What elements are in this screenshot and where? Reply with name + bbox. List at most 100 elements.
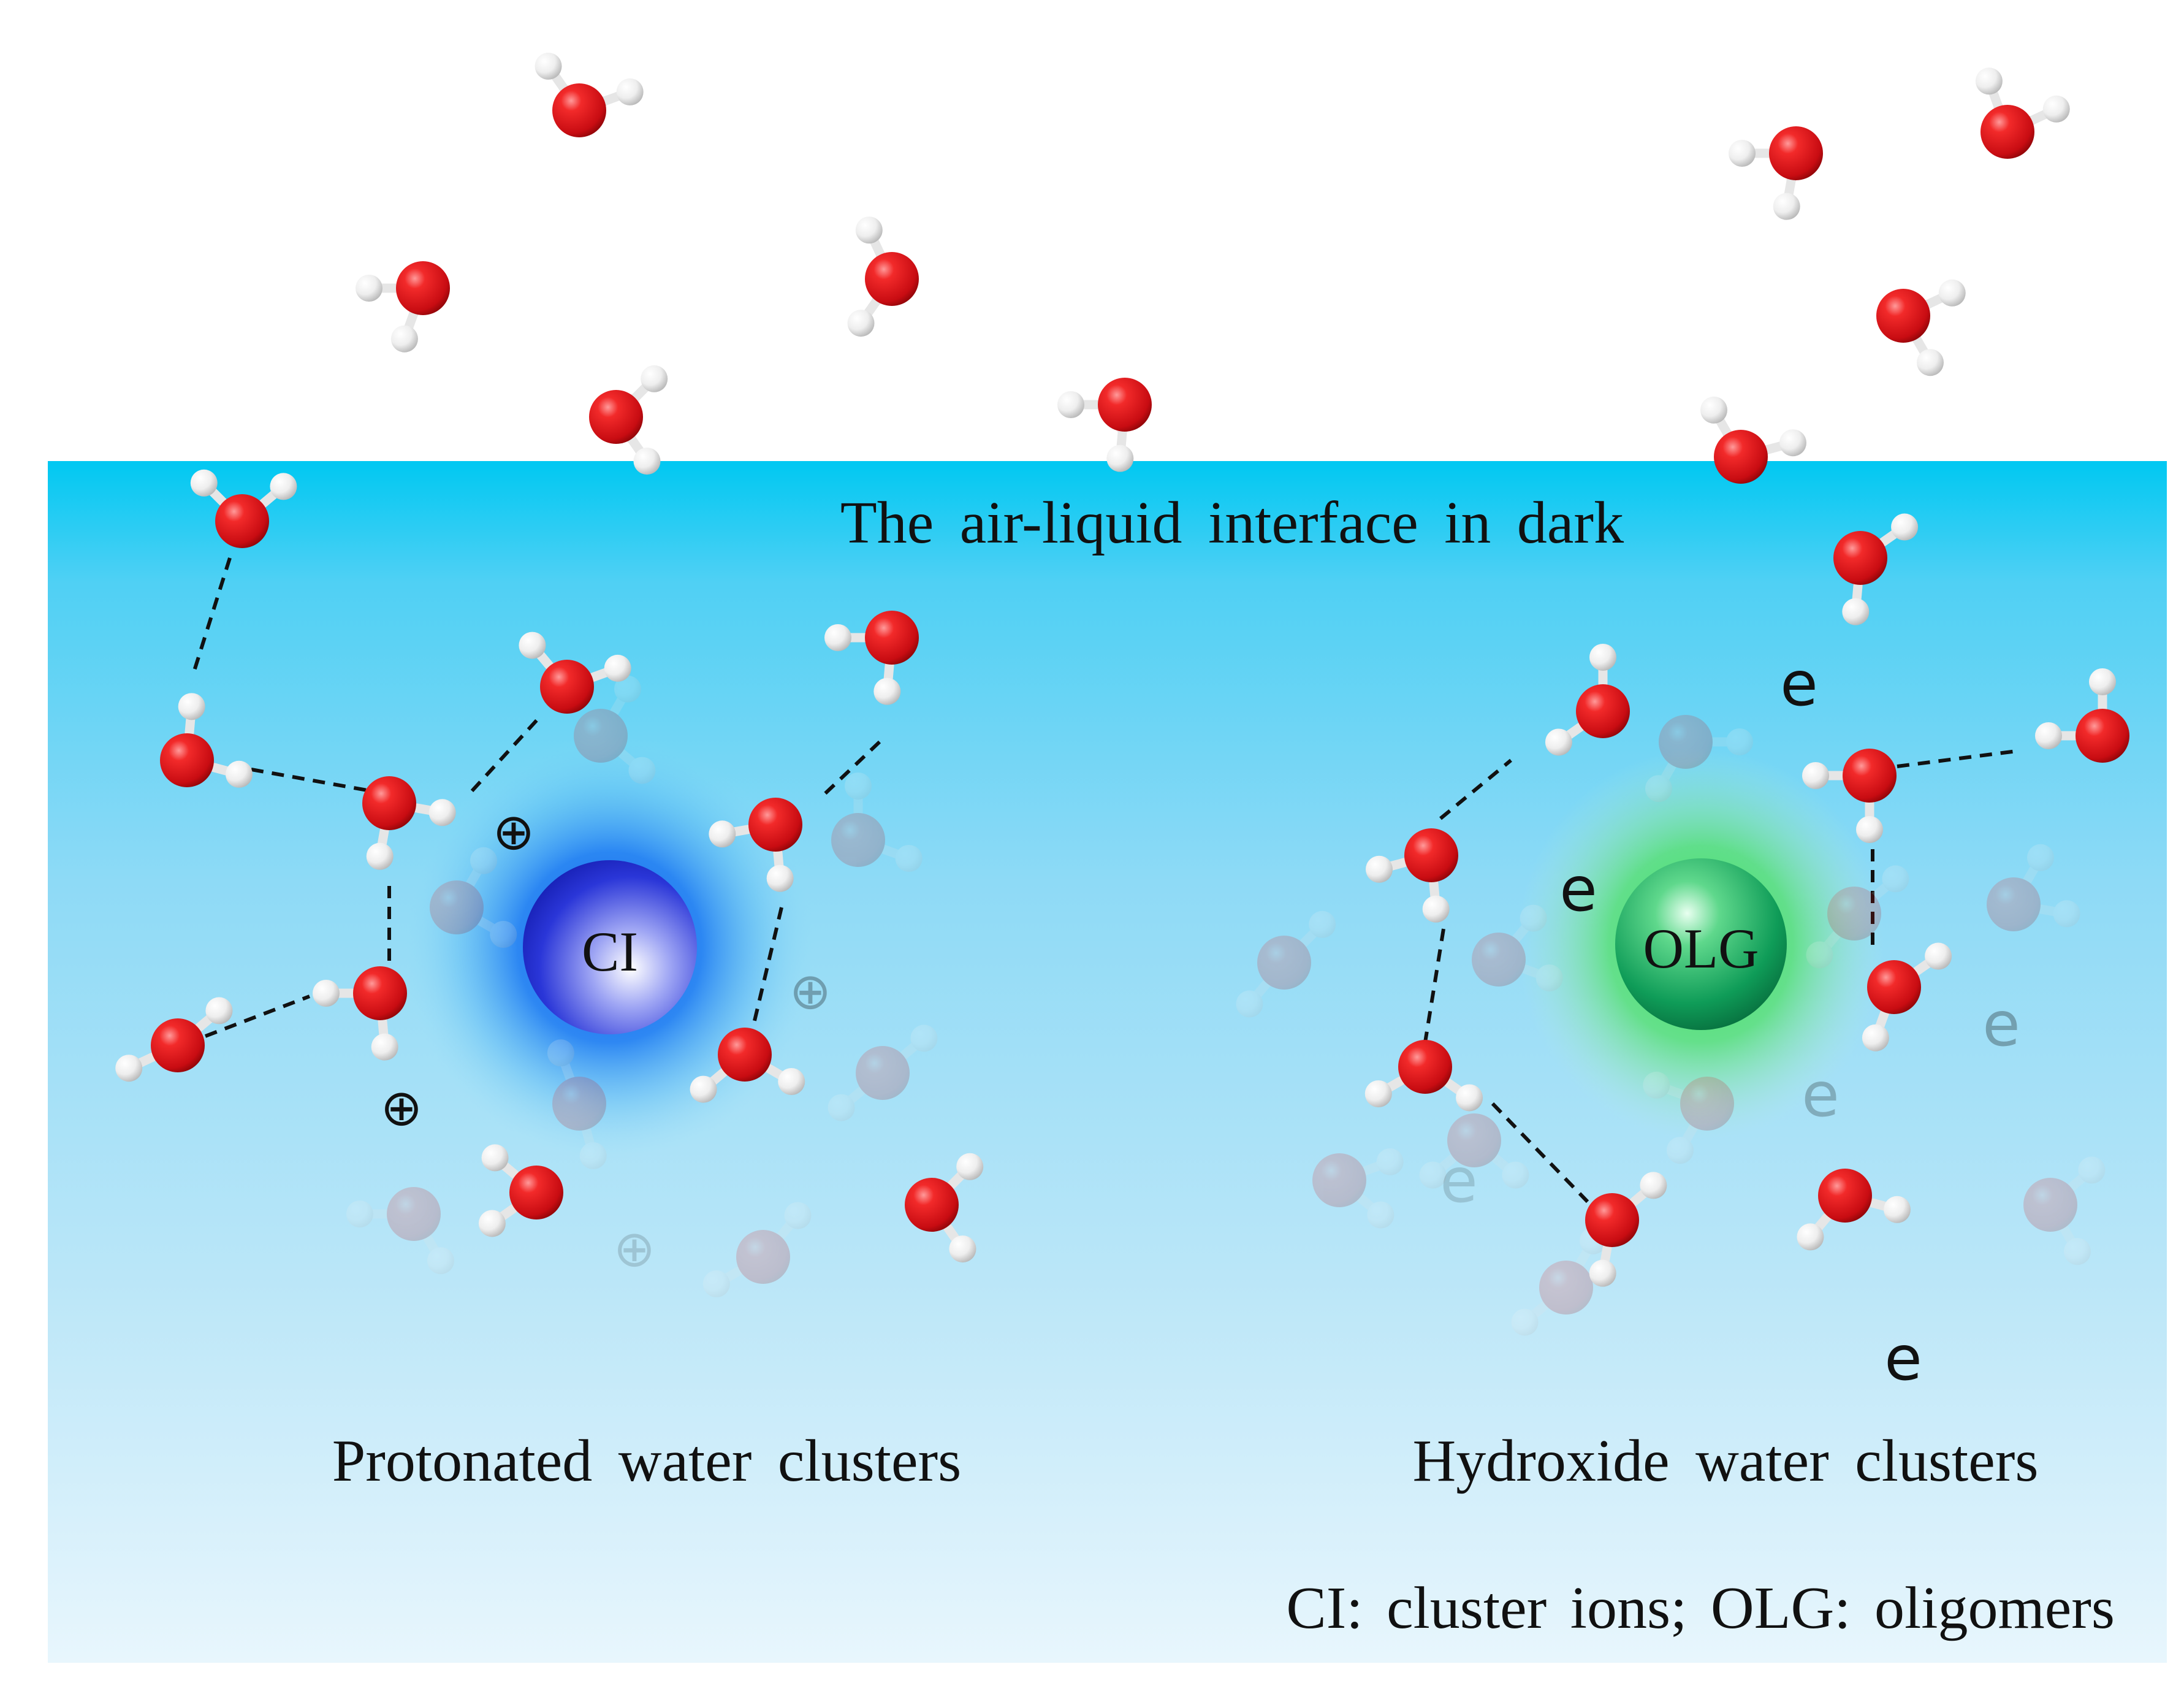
hydrogen-atom [895,845,923,872]
water-molecule [1802,749,1897,843]
water-molecule [1833,513,1919,625]
hydrogen-atom [641,365,668,392]
hydrogen-atom [1806,941,1833,969]
hydrogen-atom [1367,1201,1394,1229]
hydrogen-atom [949,1235,976,1263]
hydrogen-atom [604,654,631,682]
water-molecule [1236,910,1336,1018]
hydrogen-atom [845,773,872,800]
water-molecule [519,632,631,714]
hydrogen-atom [1773,193,1800,220]
hydrogen-atom [690,1075,717,1103]
water-molecule [690,1028,805,1103]
hydrogen-atom [1726,728,1753,755]
oxygen-atom [1714,430,1768,484]
oxygen-atom [1585,1193,1639,1247]
water-molecule [2035,668,2129,763]
hydrogen-atom [535,52,562,80]
hydrogen-atom [2027,844,2054,871]
oxygen-atom [1576,684,1630,738]
water-molecule [1876,279,1966,376]
electron-symbol: e [1440,1145,1478,1216]
oxygen-atom [362,776,416,830]
hydrogen-atom [1422,895,1450,923]
hydrogen-atom [481,1144,509,1172]
hydrogen-atom [1106,445,1134,472]
oxygen-atom [430,880,484,934]
hydrogen-atom [490,921,517,948]
hydrogen-atom [956,1153,984,1180]
water-molecule [702,1202,812,1297]
oxygen-atom [856,1046,910,1100]
water-molecule [709,798,802,892]
oxygen-atom [2023,1178,2077,1232]
water-molecule [824,611,919,705]
water-molecule [1700,396,1807,484]
water-molecule [1806,865,1909,969]
oxygen-atom [1987,877,2041,931]
electron-symbol: e [1559,853,1597,925]
hydrogen-atom [1589,1259,1616,1287]
charge-symbols: ⊕ ⊕ ⊕ ⊕ e e e e e e [381,648,2020,1394]
hydrogen-atom [1802,762,1829,789]
water-molecule [1545,644,1630,756]
water-molecule [1643,1071,1734,1164]
oxygen-atom [1539,1261,1593,1315]
hydrogen-atom [1511,1308,1539,1336]
positive-charge-symbol: ⊕ [790,963,832,1021]
hydrogen-atom [778,1068,805,1095]
oxygen-atom [2076,709,2129,763]
electron-symbol: e [1780,648,1818,720]
hydrogen-atom [205,997,233,1025]
positive-charge-symbol: ⊕ [493,803,535,861]
hydrogen-atom [616,78,644,105]
hydrogen-atom [2078,1156,2106,1184]
water-molecule [160,693,253,788]
water-molecule [847,216,919,337]
oxygen-atom [1818,1169,1872,1223]
oxygen-atom [540,660,594,714]
hydrogen-atom [519,632,546,659]
hydrogen-atom [428,799,456,826]
oxygen-atom [1843,749,1897,803]
hydrogen-atom [1797,1223,1824,1251]
water-molecule [1975,67,2070,159]
hydrogen-atom [1842,598,1870,625]
water-molecule [1585,1172,1667,1287]
hydrogen-atom [2064,1238,2091,1265]
hydrogen-atom [1856,816,1883,843]
oxygen-atom [1659,715,1713,769]
hydrogen-atom [2089,668,2116,695]
oxygen-atom [552,83,606,137]
oxygen-atom [1680,1077,1734,1131]
hydrogen-atom [1779,429,1807,457]
water-molecule [478,1144,563,1237]
oxygen-atom [736,1230,790,1284]
ci-sphere: CI [523,860,697,1034]
water-molecule [574,675,656,784]
hydrogen-atom [824,624,851,651]
water-molecule [430,847,517,948]
h-bond [1439,758,1512,820]
olg-sphere: OLG [1615,858,1787,1030]
hydrogen-atom [371,1033,398,1061]
oxygen-atom [718,1028,772,1082]
hydrogen-atom [784,1202,812,1229]
oxygen-atom [1867,960,1921,1014]
oxygen-atom [865,611,919,665]
hydrogen-atom [1520,904,1547,932]
hydrogen-atom [1667,1137,1694,1164]
oxygen-atom [1404,828,1458,882]
hydrogen-atom [1545,728,1572,756]
water-molecule [589,365,668,475]
hydrogen-atom [1882,865,1909,893]
positive-charge-symbol: ⊕ [381,1079,423,1137]
oxygen-atom [1833,531,1887,585]
water-molecule [547,1039,607,1170]
hydrogen-atom [1236,990,1263,1018]
oxygen-atom [1098,378,1152,432]
positive-charge-symbol: ⊕ [614,1220,656,1278]
hydrogen-atom [270,473,297,500]
hydrogen-atom [1640,1172,1667,1199]
electron-symbol: e [1802,1059,1840,1131]
